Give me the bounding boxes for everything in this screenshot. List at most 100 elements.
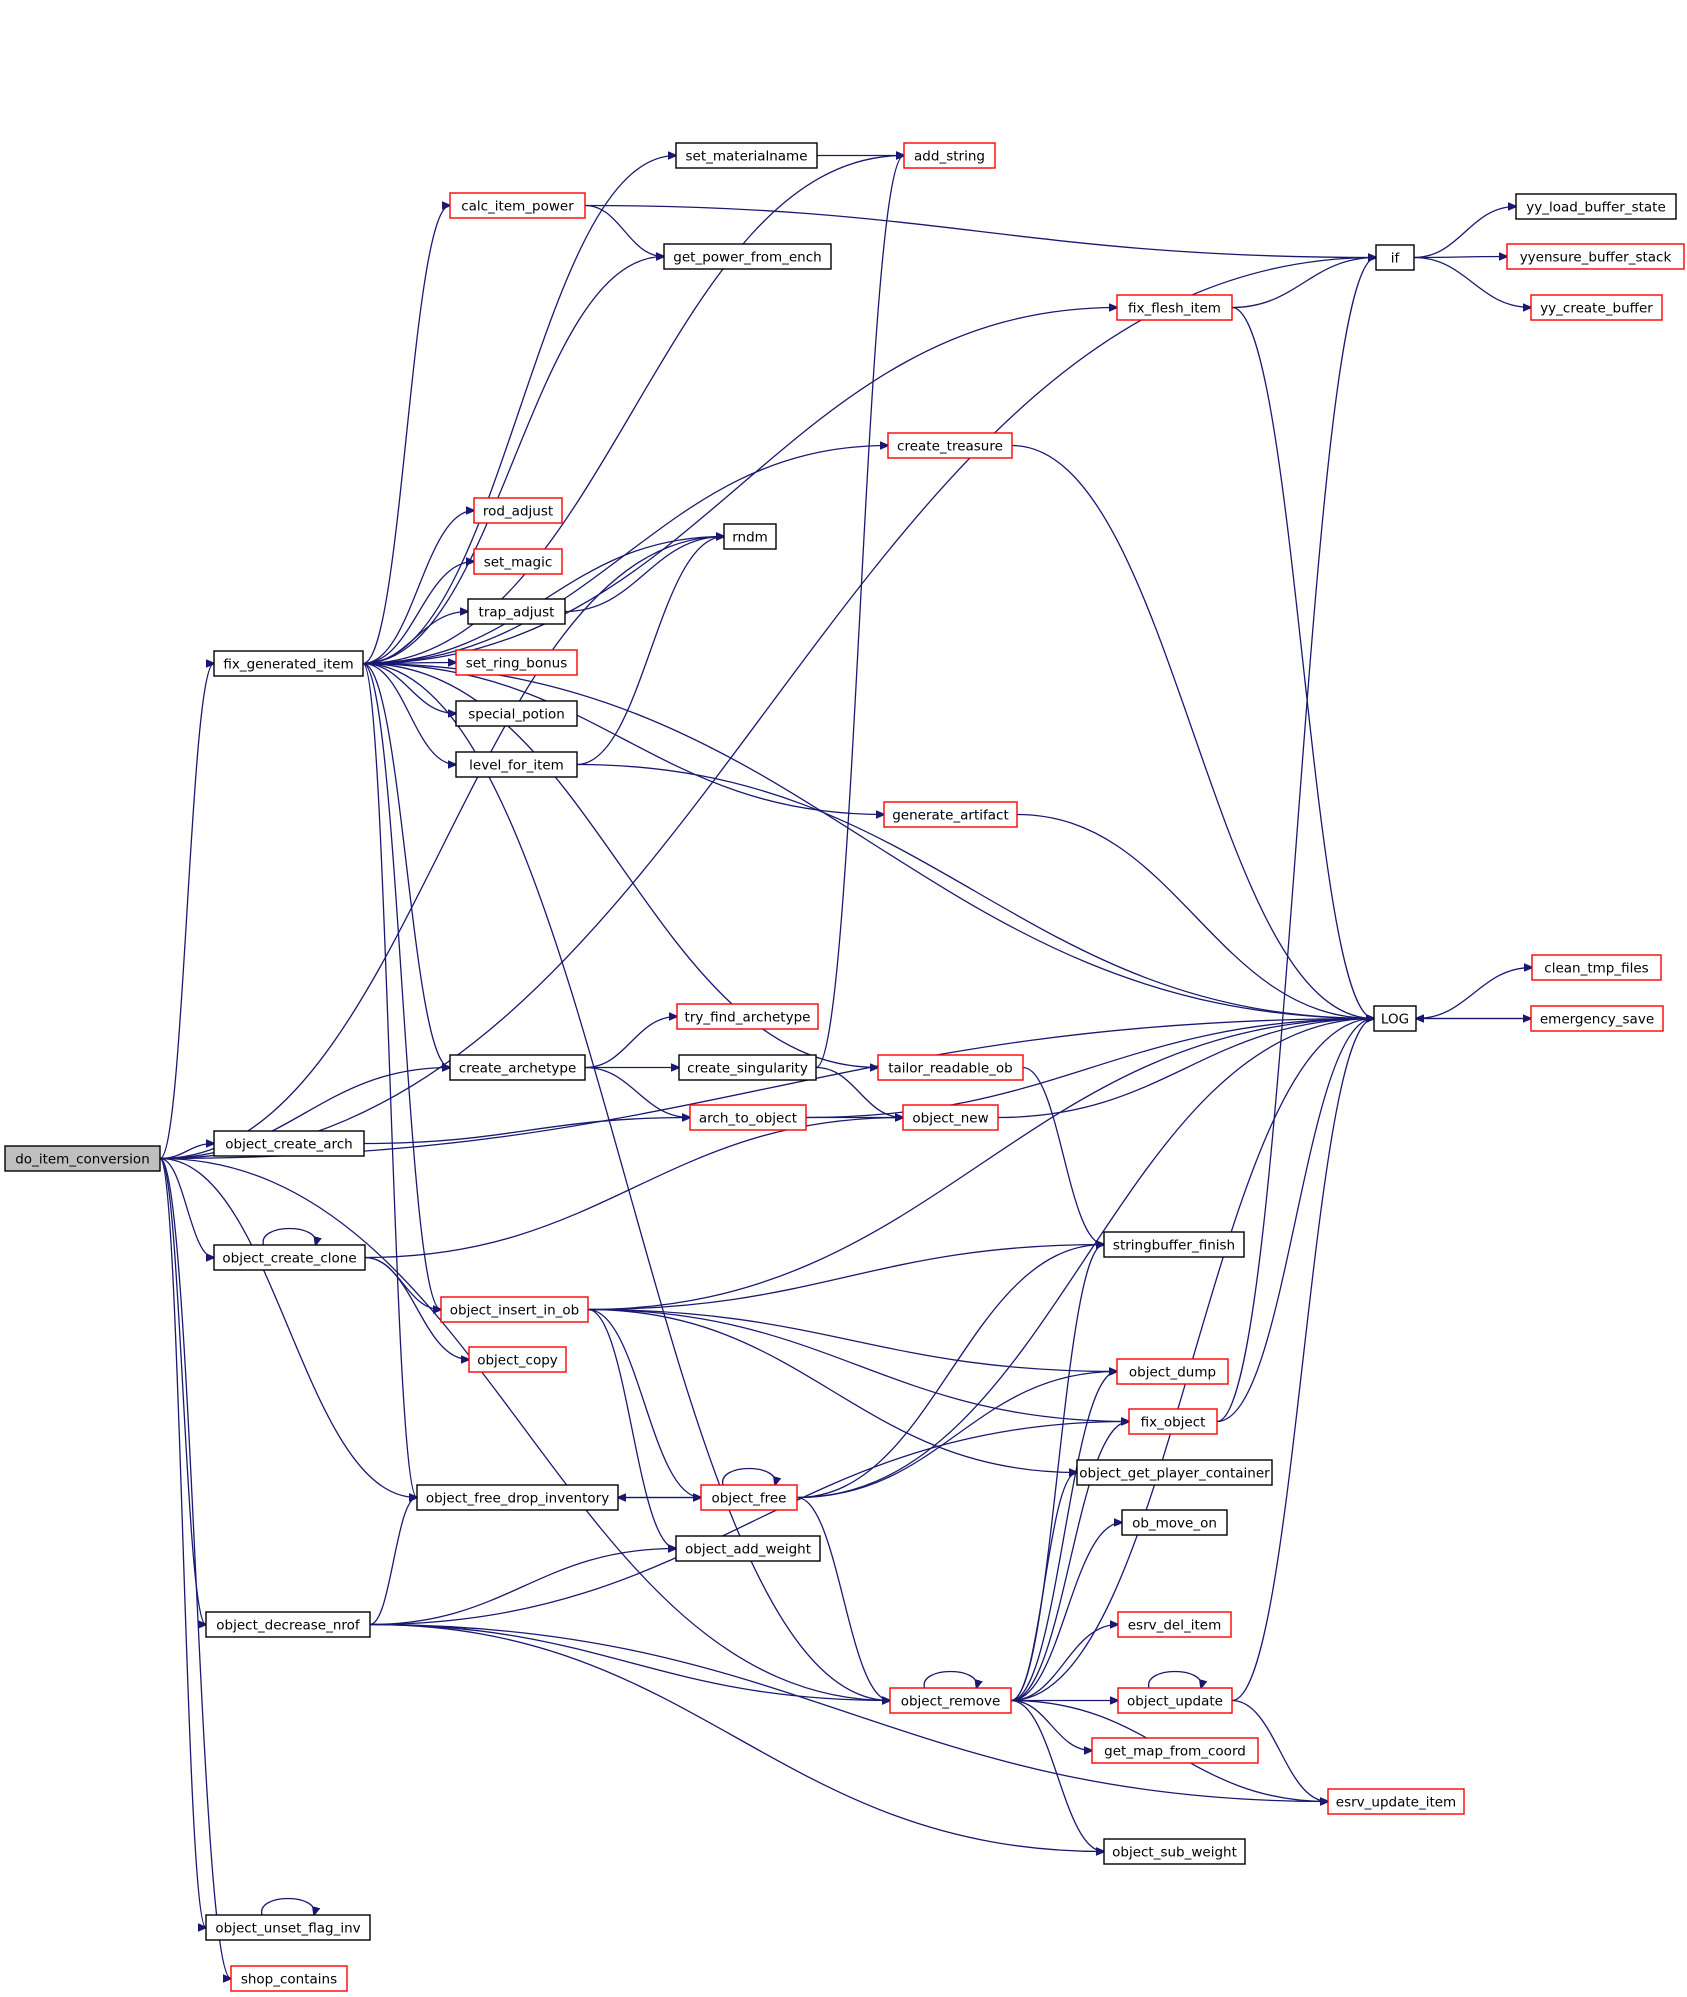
edge-object-decrease-nrof-to-object-add-weight [369,1549,676,1626]
node-if[interactable]: if [1375,244,1415,271]
node-label: try_find_archetype [685,1010,811,1026]
edge-object-remove-to-ob-move-on [1010,1523,1122,1702]
node-trap-adjust[interactable]: trap_adjust [467,598,566,625]
node-label: yy_load_buffer_state [1526,200,1666,216]
node-stringbuffer-finish[interactable]: stringbuffer_finish [1103,1231,1245,1258]
node-object-sub-weight[interactable]: object_sub_weight [1103,1838,1246,1865]
node-object-decrease-nrof[interactable]: object_decrease_nrof [205,1611,371,1638]
node-box [440,1296,589,1323]
node-box [883,801,1018,828]
node-rndm[interactable]: rndm [723,523,777,550]
node-label: stringbuffer_finish [1113,1238,1235,1254]
edge-fix-generated-item-to-calc-item-power [362,206,450,665]
node-emergency-save[interactable]: emergency_save [1530,1005,1664,1032]
edge-object-create-arch-to-arch-to-object [363,1118,690,1145]
node-object-create-arch[interactable]: object_create_arch [213,1130,365,1157]
node-LOG[interactable]: LOG [1373,1005,1417,1032]
node-yy-create-buffer[interactable]: yy_create_buffer [1530,294,1663,321]
edge-object-insert-in-ob-to-LOG [587,1019,1374,1311]
node-get-power-from-ench[interactable]: get_power_from_ench [663,243,832,270]
node-yyensure-buffer-stack[interactable]: yyensure_buffer_stack [1506,243,1685,270]
node-box [1375,244,1415,271]
node-set-materialname[interactable]: set_materialname [675,142,818,169]
node-label: object_free [712,1491,787,1507]
node-box [887,432,1013,459]
node-label: object_decrease_nrof [216,1618,361,1634]
node-object-free-drop-inventory[interactable]: object_free_drop_inventory [416,1484,619,1511]
node-box [473,497,563,524]
node-special-potion[interactable]: special_potion [455,700,578,727]
node-label: fix_object [1141,1415,1206,1431]
node-fix-object[interactable]: fix_object [1128,1408,1218,1435]
node-tailor-readable-ob[interactable]: tailor_readable_ob [877,1054,1024,1081]
node-object-get-player-container[interactable]: object_get_player_container [1076,1459,1273,1486]
edge-fix-generated-item-to-create-archetype [362,662,450,1068]
node-box [455,751,578,778]
node-box [675,142,818,169]
node-object-copy[interactable]: object_copy [468,1346,567,1373]
node-box [1530,294,1663,321]
edge-do-item-conversion-to-object-free-drop-inventory [159,1157,417,1498]
edge-object-decrease-nrof-to-object-free-drop-inventory [369,1498,417,1626]
node-generate-artifact[interactable]: generate_artifact [883,801,1018,828]
node-object-update[interactable]: object_update [1117,1687,1233,1714]
edge-level-for-item-to-LOG [576,763,1374,1019]
node-label: ob_move_on [1132,1516,1217,1532]
node-level-for-item[interactable]: level_for_item [455,751,578,778]
node-object-remove[interactable]: object_remove [889,1687,1012,1714]
node-yy-load-buffer-state[interactable]: yy_load_buffer_state [1515,193,1677,220]
node-label: object_update [1127,1694,1223,1710]
node-fix-generated-item[interactable]: fix_generated_item [213,650,364,677]
edge-object-unset-flag-inv-to-object-unset-flag-inv [261,1897,315,1916]
node-box [1103,1838,1246,1865]
node-object-unset-flag-inv[interactable]: object_unset_flag_inv [205,1914,371,1941]
edge-do-item-conversion-to-object-create-clone [159,1157,214,1258]
node-clean-tmp-files[interactable]: clean_tmp_files [1531,954,1662,981]
edge-object-create-clone-to-object-create-clone [262,1227,316,1246]
node-rod-adjust[interactable]: rod_adjust [473,497,563,524]
node-box [1531,954,1662,981]
node-label: calc_item_power [461,199,574,215]
node-set-ring-bonus[interactable]: set_ring_bonus [455,649,578,676]
edge-object-remove-to-fix-object [1010,1422,1129,1702]
node-object-insert-in-ob[interactable]: object_insert_in_ob [440,1296,589,1323]
node-add-string[interactable]: add_string [903,142,996,169]
node-esrv-update-item[interactable]: esrv_update_item [1327,1788,1465,1815]
node-object-free[interactable]: object_free [700,1484,798,1511]
node-label: trap_adjust [479,605,555,621]
node-create-treasure[interactable]: create_treasure [887,432,1013,459]
edge-object-free-to-LOG [796,1019,1374,1499]
node-label: shop_contains [241,1972,337,1988]
node-box [213,650,364,677]
node-object-add-weight[interactable]: object_add_weight [675,1535,821,1562]
node-get-map-from-coord[interactable]: get_map_from_coord [1091,1737,1259,1764]
edge-fix-generated-item-to-trap-adjust [362,612,468,665]
edge-object-decrease-nrof-to-object-sub-weight [369,1623,1104,1852]
node-label: generate_artifact [892,808,1009,824]
edge-object-remove-to-object-remove [923,1670,977,1689]
node-box [676,1003,819,1030]
node-shop-contains[interactable]: shop_contains [230,1965,348,1992]
node-ob-move-on[interactable]: ob_move_on [1121,1509,1228,1536]
node-try-find-archetype[interactable]: try_find_archetype [676,1003,819,1030]
node-set-magic[interactable]: set_magic [473,548,563,575]
node-esrv-del-item[interactable]: esrv_del_item [1117,1611,1232,1638]
node-label: esrv_del_item [1128,1618,1222,1634]
edge-object-insert-in-ob-to-object-add-weight [587,1308,676,1549]
node-label: yyensure_buffer_stack [1520,250,1672,266]
node-box [473,548,563,575]
node-object-dump[interactable]: object_dump [1116,1358,1229,1385]
node-create-singularity[interactable]: create_singularity [678,1054,817,1081]
node-create-archetype[interactable]: create_archetype [449,1054,586,1081]
node-object-create-clone[interactable]: object_create_clone [213,1244,366,1271]
node-object-new[interactable]: object_new [902,1104,999,1131]
node-label: get_power_from_ench [673,250,821,266]
edge-if-to-yy-create-buffer [1413,256,1531,308]
node-calc-item-power[interactable]: calc_item_power [449,192,586,219]
edge-do-item-conversion-to-rndm [159,537,724,1160]
node-label: do_item_conversion [15,1152,150,1168]
node-box [903,142,996,169]
node-arch-to-object[interactable]: arch_to_object [689,1104,807,1131]
node-do-item-conversion[interactable]: do_item_conversion [4,1145,161,1172]
node-fix-flesh-item[interactable]: fix_flesh_item [1116,294,1233,321]
